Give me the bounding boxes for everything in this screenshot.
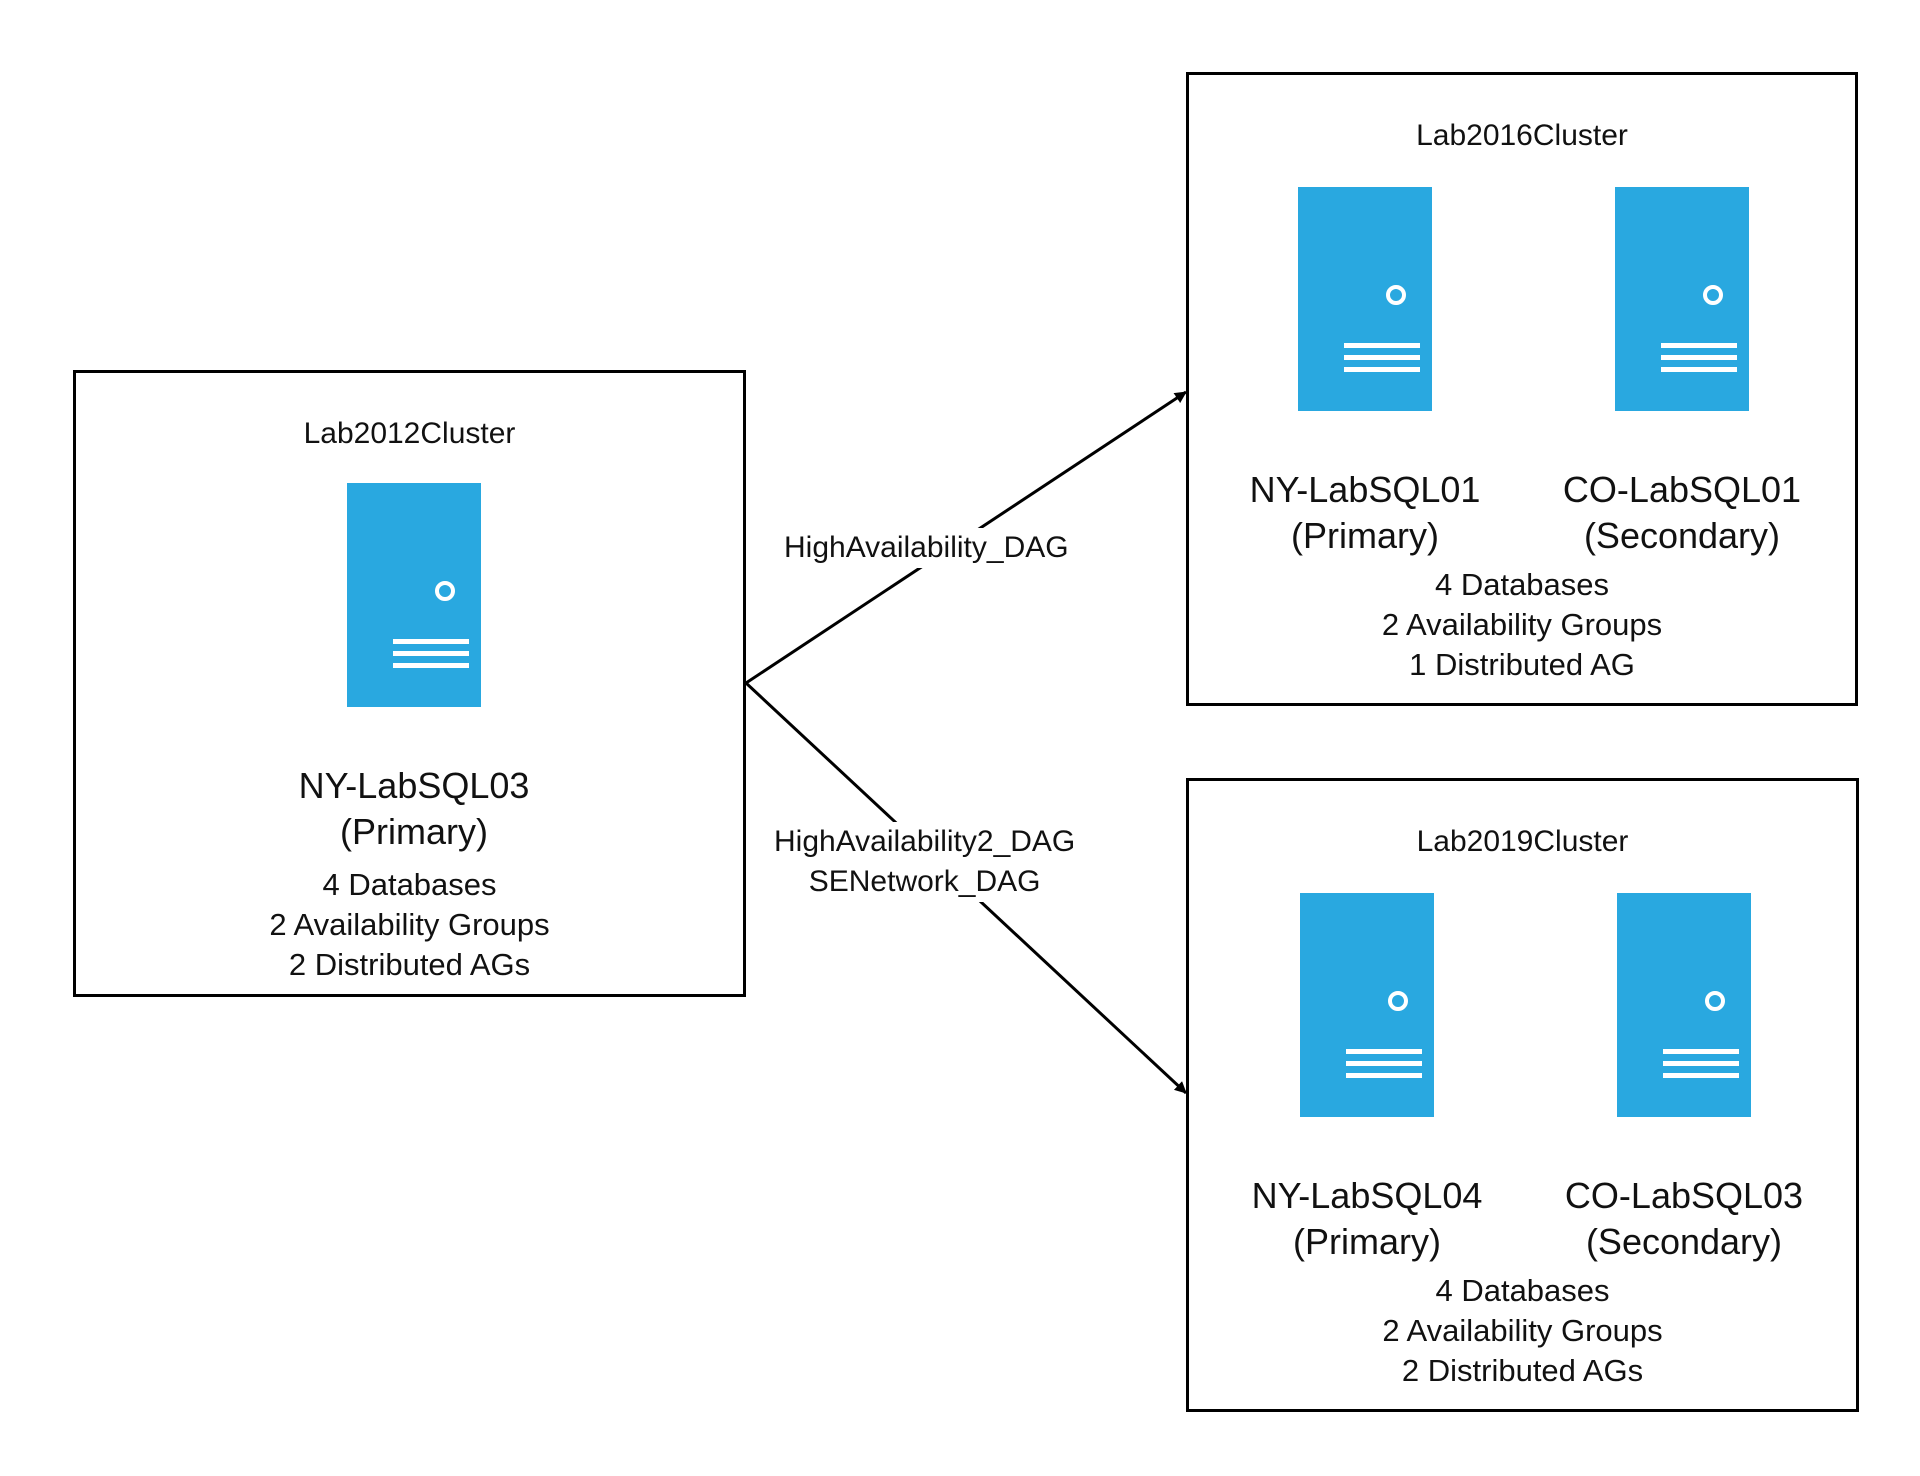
server-icon: [1298, 187, 1432, 411]
server-role: (Primary): [340, 811, 488, 852]
edge-label-dag1: HighAvailability_DAG: [780, 528, 1073, 568]
cluster-stats: 4 Databases 2 Availability Groups 1 Dist…: [1189, 565, 1855, 685]
server-ny-labsql03[interactable]: NY-LabSQL03 (Primary): [299, 483, 529, 852]
server-icon: [1300, 893, 1434, 1117]
cluster-title: Lab2019Cluster: [1416, 825, 1629, 858]
edge-label-dag2: HighAvailability2_DAG SENetwork_DAG: [770, 822, 1080, 902]
stat-databases: 4 Databases: [1434, 567, 1610, 602]
server-icon: [1615, 187, 1749, 411]
stat-distributed-ags: 2 Distributed AGs: [288, 947, 531, 982]
edge-label-line: HighAvailability2_DAG: [774, 825, 1076, 858]
server-co-labsql01[interactable]: CO-LabSQL01 (Secondary): [1563, 187, 1801, 556]
cluster-title: Lab2012Cluster: [303, 417, 516, 450]
cluster-lab2012[interactable]: Lab2012Cluster NY-LabSQL03 (Primary) 4 D…: [73, 370, 746, 997]
cluster-lab2019[interactable]: Lab2019Cluster NY-LabSQL04 (Primary) CO-…: [1186, 778, 1859, 1412]
stat-availability-groups: 2 Availability Groups: [1382, 1313, 1663, 1348]
server-label: CO-LabSQL01 (Secondary): [1563, 467, 1801, 559]
server-co-labsql03[interactable]: CO-LabSQL03 (Secondary): [1565, 893, 1803, 1262]
server-role: (Primary): [1293, 1221, 1441, 1262]
server-name: NY-LabSQL03: [298, 765, 530, 806]
server-role: (Secondary): [1583, 515, 1781, 556]
server-role: (Primary): [1291, 515, 1439, 556]
cluster-lab2016[interactable]: Lab2016Cluster NY-LabSQL01 (Primary) CO-…: [1186, 72, 1858, 706]
server-icon: [1617, 893, 1751, 1117]
server-icon: [347, 483, 481, 707]
stat-availability-groups: 2 Availability Groups: [269, 907, 550, 942]
stat-availability-groups: 2 Availability Groups: [1381, 607, 1663, 642]
server-label: NY-LabSQL04 (Primary): [1252, 1173, 1483, 1265]
server-label: CO-LabSQL03 (Secondary): [1565, 1173, 1803, 1265]
cluster-stats: 4 Databases 2 Availability Groups 2 Dist…: [76, 865, 743, 985]
cluster-title: Lab2016Cluster: [1416, 119, 1628, 152]
server-name: CO-LabSQL03: [1564, 1175, 1804, 1216]
server-name: NY-LabSQL01: [1249, 469, 1481, 510]
stat-distributed-ags: 1 Distributed AG: [1409, 647, 1635, 682]
server-ny-labsql01[interactable]: NY-LabSQL01 (Primary): [1250, 187, 1480, 556]
server-label: NY-LabSQL01 (Primary): [1250, 467, 1481, 559]
edge-label-line: HighAvailability_DAG: [784, 531, 1069, 564]
server-label: NY-LabSQL03 (Primary): [299, 763, 530, 855]
server-name: NY-LabSQL04: [1251, 1175, 1483, 1216]
server-name: CO-LabSQL01: [1562, 469, 1802, 510]
stat-databases: 4 Databases: [322, 867, 497, 902]
server-role: (Secondary): [1585, 1221, 1783, 1262]
server-ny-labsql04[interactable]: NY-LabSQL04 (Primary): [1252, 893, 1482, 1262]
edge-label-line: SENetwork_DAG: [808, 865, 1041, 898]
stat-distributed-ags: 2 Distributed AGs: [1401, 1353, 1644, 1388]
cluster-stats: 4 Databases 2 Availability Groups 2 Dist…: [1189, 1271, 1856, 1391]
stat-databases: 4 Databases: [1435, 1273, 1610, 1308]
